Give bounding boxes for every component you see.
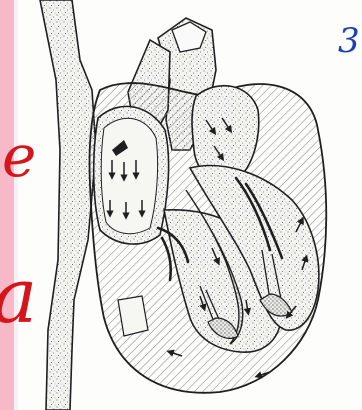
superior-vena-cava — [40, 0, 96, 410]
handwritten-annotation-left-bottom: a — [0, 258, 37, 334]
handwritten-annotation-right-top: 3 — [338, 24, 360, 58]
atrial-wall — [101, 118, 157, 233]
inferior-vena-cava — [118, 296, 148, 336]
handwritten-annotation-left-top: e — [2, 127, 36, 185]
